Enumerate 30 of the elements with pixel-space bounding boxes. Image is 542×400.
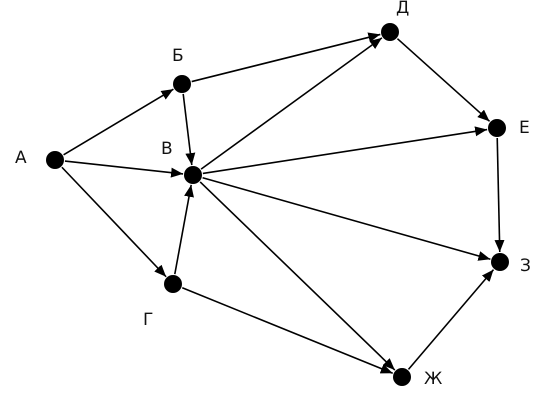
- vertex-dot: [164, 275, 182, 293]
- vertex-dot: [393, 368, 411, 386]
- vertex-dot: [491, 253, 509, 271]
- arrow: [63, 88, 174, 156]
- arrow: [174, 184, 194, 274]
- arrow: [182, 94, 196, 166]
- vertex-label: Б: [172, 46, 184, 66]
- vertex-label: Е: [519, 118, 530, 138]
- vertex-label: З: [520, 256, 531, 276]
- vertex-dot: [488, 119, 506, 137]
- vertex-label: Д: [396, 0, 410, 18]
- arrow: [200, 37, 382, 170]
- vertex-label: Ж: [424, 369, 442, 389]
- vertex-label: В: [161, 139, 173, 159]
- vertex-dot: [381, 23, 399, 41]
- arrow: [396, 38, 490, 122]
- arrow: [64, 160, 184, 178]
- arrow: [200, 181, 396, 371]
- vertex-dot: [173, 75, 191, 93]
- arrow: [494, 138, 504, 252]
- arrow: [182, 287, 394, 374]
- arrow: [202, 126, 488, 174]
- arrow: [202, 176, 491, 261]
- arrow: [61, 166, 167, 278]
- vertex-dot: [46, 151, 64, 169]
- vertex-label: Г: [143, 310, 154, 330]
- arrow: [408, 269, 494, 370]
- vertex-label: А: [15, 148, 27, 168]
- arrow: [192, 32, 380, 82]
- vertex-dot: [184, 166, 202, 184]
